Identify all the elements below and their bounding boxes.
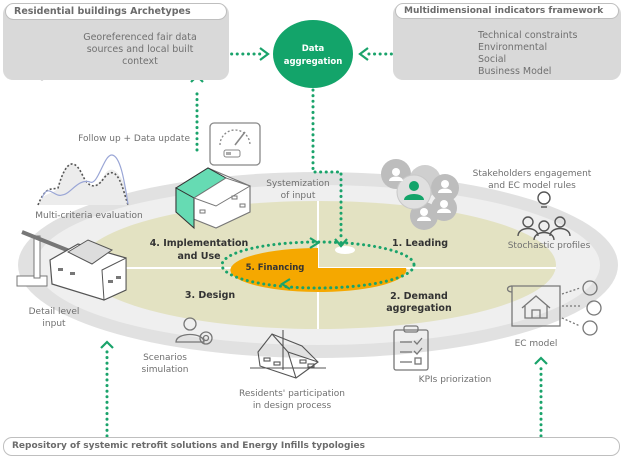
residents-label-2: in design process [252, 401, 332, 411]
indicator-social: Social [478, 54, 507, 65]
multi-criteria-chart-icon [37, 154, 129, 206]
indicators-framework-title: Multidimensional indicators framework [395, 3, 619, 19]
meter-gauge-icon [209, 122, 261, 166]
repository-bar: Repository of systemic retrofit solution… [3, 437, 620, 456]
indicator-technical: Technical constraints [478, 30, 578, 41]
stakeholders-icon [381, 159, 459, 230]
indicator-business-model: Business Model [478, 66, 552, 77]
stochastic-profiles-icon [517, 191, 571, 241]
small-white-spot [335, 246, 355, 254]
data-aggregation-circle [273, 20, 353, 88]
phase-demand-2: aggregation [386, 303, 452, 314]
phase-implementation-2: and Use [177, 251, 221, 262]
follow-up-label: Follow up + Data update [78, 134, 190, 144]
detail-level-label-2: input [42, 319, 66, 329]
systemization-arrowhead [334, 238, 348, 248]
systemization-arrow [311, 88, 343, 242]
archetypes-text-1: Georeferenced fair data [83, 32, 197, 43]
scenarios-label-1: Scenarios [143, 353, 187, 363]
arrowhead-right-to-aggregation [358, 47, 369, 61]
detail-level-label-1: Detail level [28, 307, 80, 317]
phase-leading: 1. Leading [391, 238, 449, 249]
data-aggregation-label-2: aggregation [283, 57, 343, 67]
systemization-label-2: of input [280, 191, 316, 201]
stochastic-label: Stochastic profiles [507, 241, 591, 251]
ec-model-icon [506, 280, 602, 336]
stakeholders-label-1: Stakeholders engagement [472, 169, 592, 179]
phase-implementation-1: 4. Implementation [149, 238, 249, 249]
scenarios-simulation-icon [175, 317, 213, 345]
multi-criteria-label: Multi-criteria evaluation [35, 211, 143, 221]
phase-demand-1: 2. Demand [390, 291, 448, 302]
loop-arrow-bottom [279, 278, 291, 290]
systemization-label-1: Systemization [266, 179, 330, 189]
residents-label-1: Residents' participation [239, 389, 345, 399]
scenarios-label-2: simulation [141, 365, 189, 375]
residents-house-icon [250, 330, 326, 379]
data-aggregation-label-1: Data [301, 44, 325, 54]
arrowhead-left-to-aggregation [259, 47, 270, 61]
kpis-clipboard-icon [393, 325, 429, 371]
loop-arrow-top [309, 237, 321, 249]
financing-shape [230, 248, 407, 292]
phase-financing: 5. Financing [245, 263, 305, 273]
indicator-environmental: Environmental [478, 42, 548, 53]
archetypes-text-2: sources and local built [86, 44, 194, 55]
ec-model-label: EC model [514, 339, 558, 349]
phase-design: 3. Design [184, 290, 236, 301]
residential-archetypes-title: Residential buildings Archetypes [5, 3, 227, 20]
bottom-left-arrowhead [100, 340, 114, 349]
stakeholders-label-2: and EC model rules [488, 181, 576, 191]
green-roof-house-icon [175, 167, 252, 230]
bottom-right-arrowhead [534, 356, 548, 365]
kpis-label: KPIs priorization [418, 375, 492, 385]
solar-house-icon [16, 230, 127, 301]
archetypes-text-3: context [122, 56, 158, 67]
